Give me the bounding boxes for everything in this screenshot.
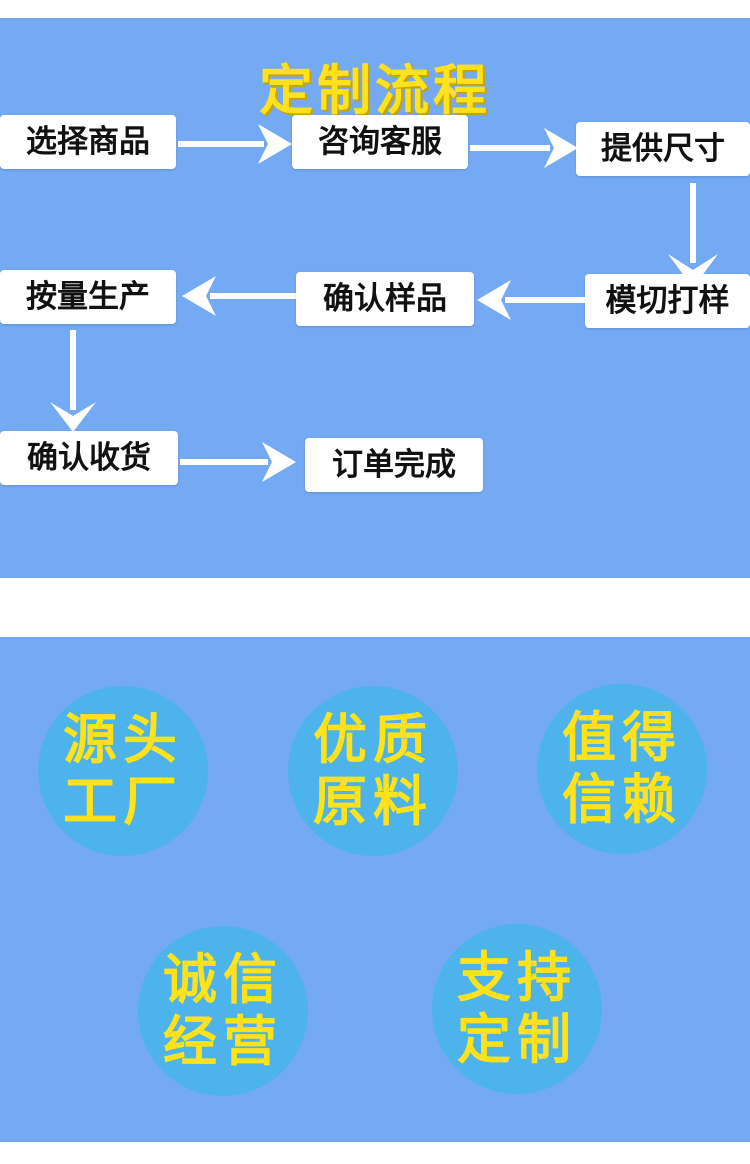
process-title: 定制流程 [259,59,491,122]
feature-honest-business: 诚信 经营 [138,926,308,1096]
arrow-left-icon [182,276,296,316]
step-confirm-receipt: 确认收货 [0,431,178,485]
feature-line: 诚信 [163,948,283,1011]
step-order-complete: 订单完成 [305,438,483,492]
feature-line: 优质 [313,708,433,771]
feature-line: 原料 [313,770,433,833]
feature-line: 值得 [562,706,682,769]
step-die-cut-sample: 模切打样 [585,274,750,328]
arrow-right-icon [180,442,296,482]
feature-line: 定制 [457,1008,577,1071]
features-panel: 源头 工厂 优质 原料 值得 信赖 诚信 经营 支持 定制 [0,637,750,1142]
feature-source-factory: 源头 工厂 [38,686,208,856]
step-mass-production: 按量生产 [0,270,176,324]
arrow-down-icon [668,183,718,288]
feature-line: 工厂 [63,770,183,833]
arrow-right-icon [178,124,292,164]
feature-quality-material: 优质 原料 [288,686,458,856]
arrow-left-icon [477,280,585,320]
step-provide-size: 提供尺寸 [576,122,750,176]
feature-line: 信赖 [562,768,682,831]
feature-line: 支持 [457,946,577,1009]
flow-arrows [50,124,718,482]
feature-line: 源头 [63,708,183,771]
step-confirm-sample: 确认样品 [296,272,474,326]
step-select-product: 选择商品 [0,115,176,169]
arrow-down-icon [50,330,96,432]
process-panel: 定制流程 [0,18,750,578]
step-consult-service: 咨询客服 [292,115,468,169]
arrow-right-icon [470,128,578,168]
feature-trustworthy: 值得 信赖 [537,684,707,854]
feature-line: 经营 [163,1010,283,1073]
feature-customization: 支持 定制 [432,924,602,1094]
